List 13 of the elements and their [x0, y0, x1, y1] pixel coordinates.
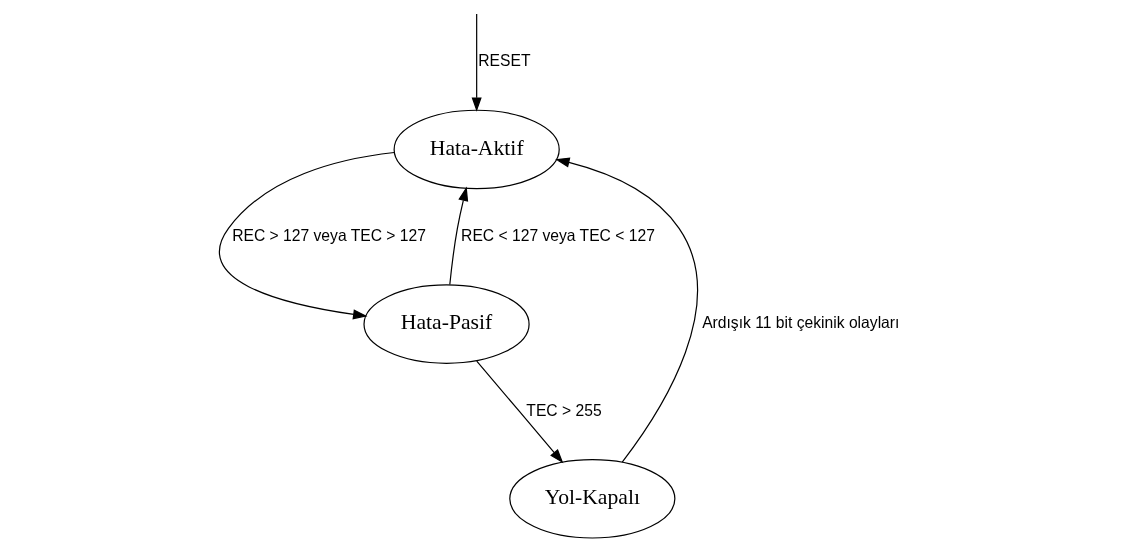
arrow [218, 151, 395, 320]
edge-label: REC > 127 veya TEC > 127 [231, 226, 426, 244]
node-ellipse: Yol-Kapalı [508, 459, 675, 539]
arrow [471, 13, 482, 112]
node-ellipse: Hata-Aktif [393, 109, 560, 190]
arrow [554, 157, 698, 463]
edge-label: Ardışık 11 bit çekinik olayları [701, 314, 899, 332]
arrow [448, 186, 468, 286]
edge-label: TEC > 255 [525, 401, 602, 419]
edge-label: REC < 127 veya TEC < 127 [460, 226, 655, 244]
arrow [475, 360, 563, 464]
node-ellipse: Hata-Pasif [362, 284, 530, 364]
edge-label: RESET [477, 52, 530, 70]
